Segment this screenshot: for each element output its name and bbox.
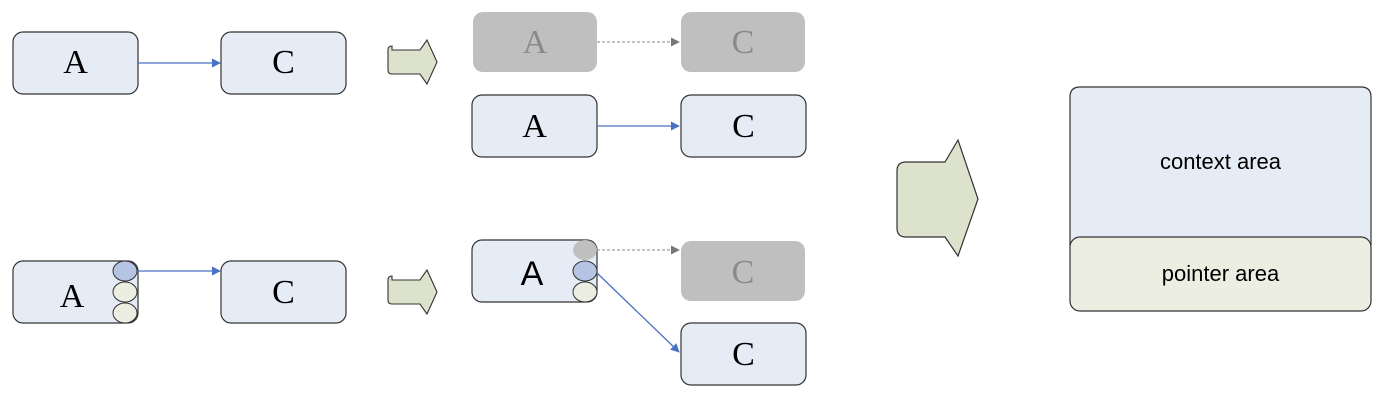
pointer-slot xyxy=(112,302,138,324)
bottom-result-node-c-label: C xyxy=(732,336,755,373)
bottom-result-diagonal-edge xyxy=(596,272,680,353)
large-transform-arrow xyxy=(896,138,979,258)
bottom-node-a-label: A xyxy=(60,278,85,315)
top-result-node-c-label: C xyxy=(732,108,755,145)
top-node-c-label: C xyxy=(272,44,295,81)
bottom-ghost-node-c-label: C xyxy=(732,254,755,291)
pointer-slot-active xyxy=(572,260,598,282)
legend-block: context area pointer area xyxy=(1069,86,1372,312)
pointer-slot xyxy=(112,281,138,303)
bottom-node-a: A xyxy=(12,260,139,324)
top-ghost-node-c: C xyxy=(681,12,805,72)
bottom-result-node-c: C xyxy=(680,322,807,386)
top-ghost-node-c-label: C xyxy=(732,24,755,61)
bottom-result-node-a-label: A xyxy=(521,255,544,293)
top-node-a: A xyxy=(12,31,139,95)
context-area-label: context area xyxy=(1160,149,1282,174)
pointer-area-label: pointer area xyxy=(1162,261,1280,286)
bottom-node-c-label: C xyxy=(272,274,295,311)
top-node-a-label: A xyxy=(63,44,88,81)
bottom-transform-arrow xyxy=(387,268,438,316)
top-result-node-a-label: A xyxy=(522,108,547,145)
bottom-result-pointers xyxy=(572,240,598,303)
top-node-c: C xyxy=(220,31,347,95)
top-result-node-c: C xyxy=(680,94,807,158)
top-result-node-a: A xyxy=(471,94,598,158)
bottom-ghost-node-c: C xyxy=(681,241,805,301)
top-ghost-node-a-label: A xyxy=(523,24,548,61)
bottom-node-a-pointers xyxy=(112,260,138,324)
top-ghost-node-a: A xyxy=(473,12,597,72)
pointer-slot-active xyxy=(112,260,138,282)
bottom-node-c: C xyxy=(220,260,347,324)
bottom-result-node-a: A xyxy=(471,239,598,303)
pointer-slot xyxy=(572,281,598,303)
top-transform-arrow xyxy=(387,38,438,86)
pointer-slot-ghost xyxy=(573,240,597,260)
pointer-area-box xyxy=(1069,236,1372,312)
